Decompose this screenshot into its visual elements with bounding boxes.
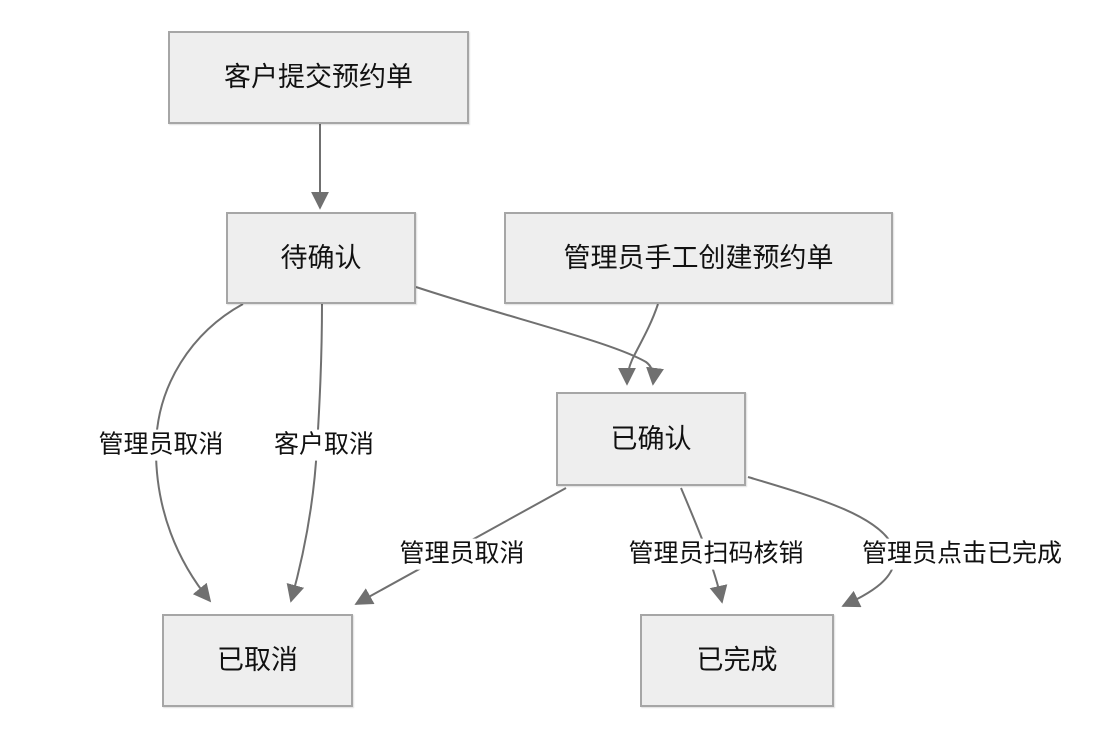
edge-label-admin-cancel-mid: 管理员取消 xyxy=(394,538,530,570)
node-completed-label: 已完成 xyxy=(696,645,778,676)
node-confirmed-label: 已确认 xyxy=(610,423,692,454)
node-pending-label: 待确认 xyxy=(280,242,362,273)
node-customer-submit-label: 客户提交预约单 xyxy=(224,62,413,93)
node-completed: 已完成 xyxy=(640,614,834,707)
edge-pending-to-confirmed xyxy=(415,286,664,386)
edge-label-customer-cancel: 客户取消 xyxy=(268,429,380,461)
edge-label-admin-click-done: 管理员点击已完成 xyxy=(856,538,1068,570)
node-admin-create: 管理员手工创建预约单 xyxy=(504,212,893,304)
node-cancelled-label: 已取消 xyxy=(217,645,298,676)
edge-label-admin-cancel-left: 管理员取消 xyxy=(93,429,229,461)
edge-admin-create-to-confirmed xyxy=(618,303,659,386)
node-cancelled: 已取消 xyxy=(162,614,353,707)
node-customer-submit: 客户提交预约单 xyxy=(168,31,469,124)
node-confirmed: 已确认 xyxy=(556,392,746,486)
node-pending: 待确认 xyxy=(226,212,416,304)
edge-label-admin-scan: 管理员扫码核销 xyxy=(623,538,809,570)
node-admin-create-label: 管理员手工创建预约单 xyxy=(563,242,834,273)
